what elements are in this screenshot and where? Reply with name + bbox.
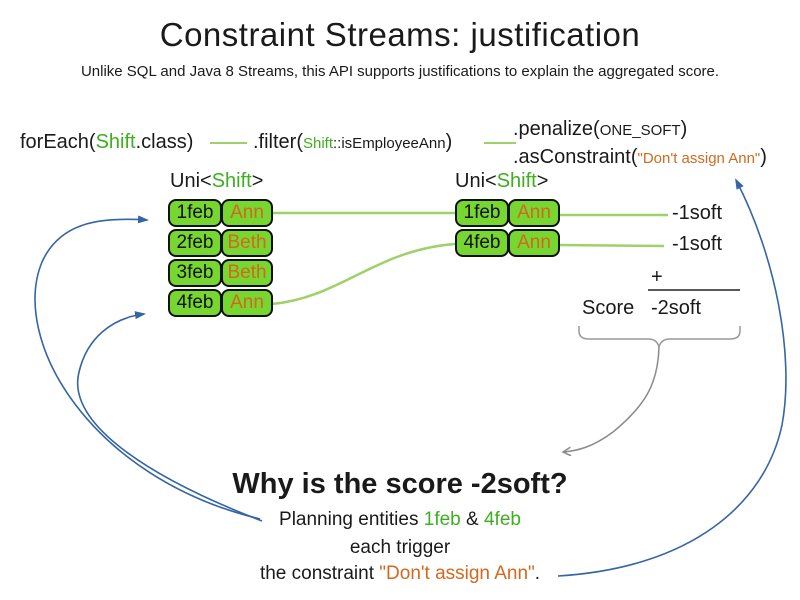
explanation-entity-1: 1feb [423, 509, 461, 530]
right-stream-table: 1feb Ann 4feb Ann [455, 199, 560, 257]
code-filter-pre: .filter( [253, 131, 303, 153]
page-subtitle: Unlike SQL and Java 8 Streams, this API … [80, 63, 720, 80]
match-line-4feb [271, 242, 456, 306]
code-asconstraint-arg: "Don't assign Ann" [637, 150, 761, 167]
shift-employee-cell: Ann [508, 199, 560, 227]
right-stream-label-post: > [536, 170, 549, 192]
explanation-line3-post: . [534, 563, 541, 584]
shift-date-cell: 1feb [168, 199, 222, 227]
explanation-line3-pre: the constraint [259, 563, 380, 584]
shift-employee-cell: Beth [221, 259, 273, 287]
explanation-entity-2: 4feb [483, 509, 521, 530]
code-penalize-arg: ONE_SOFT [599, 122, 681, 139]
code-asconstraint-pre: .asConstraint( [513, 146, 638, 168]
table-row: 1feb Ann [455, 199, 560, 227]
penalty-value-2: -1soft [672, 233, 723, 255]
left-stream-label-post: > [251, 170, 264, 192]
left-stream-label: Uni<Shift> [170, 170, 263, 193]
code-asconstraint-post: ) [760, 146, 767, 168]
explanation-line-3: the constraint "Don't assign Ann". [0, 563, 800, 585]
shift-date-cell: 4feb [455, 229, 509, 257]
code-filter-post: ) [445, 131, 453, 153]
code-penalize-post: ) [680, 118, 688, 140]
explanation-line1-pre: Planning entities [279, 509, 424, 530]
table-row: 4feb Ann [168, 289, 273, 317]
code-filter: .filter(Shift::isEmployeeAnn) [253, 131, 452, 154]
code-foreach-post: .class) [135, 131, 194, 153]
shift-employee-cell: Beth [221, 229, 273, 257]
left-stream-label-pre: Uni< [170, 170, 212, 192]
shift-employee-cell: Ann [221, 199, 273, 227]
right-stream-label-pre: Uni< [455, 170, 497, 192]
entity2-arrow [76, 311, 263, 522]
entity1-arrow [34, 215, 261, 520]
code-foreach: forEach(Shift.class) [20, 131, 193, 154]
penalty-value-1: -1soft [672, 202, 723, 224]
left-stream-table: 1feb Ann 2feb Beth 3feb Beth 4feb Ann [168, 199, 273, 317]
score-label: Score [582, 297, 635, 319]
score-total: -2soft [651, 297, 702, 319]
shift-date-cell: 4feb [168, 289, 222, 317]
explanation-line-2: each trigger [349, 537, 451, 558]
shift-employee-cell: Ann [221, 289, 273, 317]
shift-date-cell: 3feb [168, 259, 222, 287]
why-heading: Why is the score -2soft? [232, 468, 568, 500]
right-stream-label-type: Shift [496, 170, 537, 192]
code-asconstraint: .asConstraint("Don't assign Ann") [513, 146, 767, 169]
code-filter-class: Shift [303, 135, 334, 152]
table-row: 3feb Beth [168, 259, 273, 287]
constraint-arrow [557, 178, 787, 577]
explanation-line-1: Planning entities 1feb & 4feb [0, 509, 800, 531]
shift-date-cell: 1feb [455, 199, 509, 227]
code-penalize: .penalize(ONE_SOFT) [513, 118, 687, 141]
score-to-why-arrow [563, 346, 660, 452]
code-foreach-class: Shift [95, 131, 136, 153]
page-title: Constraint Streams: justification [159, 16, 641, 53]
shift-employee-cell: Ann [508, 229, 560, 257]
table-row: 1feb Ann [168, 199, 273, 227]
left-stream-label-type: Shift [211, 170, 252, 192]
code-penalize-pre: .penalize( [513, 118, 600, 140]
right-stream-label: Uni<Shift> [455, 170, 548, 193]
explanation-ampersand: & [460, 509, 484, 530]
penalty-line-2 [557, 243, 665, 248]
shift-date-cell: 2feb [168, 229, 222, 257]
score-brace [578, 326, 741, 348]
table-row: 2feb Beth [168, 229, 273, 257]
code-foreach-pre: forEach( [20, 131, 96, 153]
table-row: 4feb Ann [455, 229, 560, 257]
explanation-constraint-name: "Don't assign Ann" [379, 563, 535, 584]
code-filter-method: ::isEmployeeAnn [333, 135, 446, 152]
plus-sign: + [651, 266, 663, 288]
